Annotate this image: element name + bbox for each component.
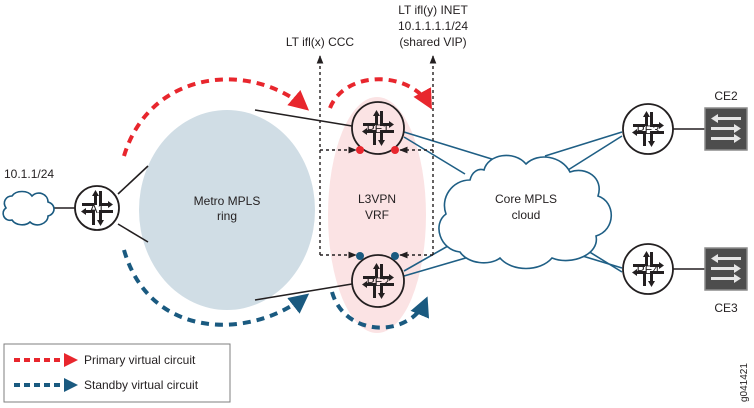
pe1-lt-dot-right xyxy=(391,146,399,154)
label-core-2: cloud xyxy=(512,208,541,222)
link-pe1-core-a xyxy=(403,131,496,161)
primary-vc-arc-2 xyxy=(328,77,432,110)
label-ce3: CE3 xyxy=(714,301,738,315)
router-pe1[interactable]: PE1 xyxy=(351,101,405,155)
router-pe2-label: PE2 xyxy=(367,275,390,289)
label-metro-1: Metro MPLS xyxy=(194,194,261,208)
link-pe3-core-b xyxy=(567,135,623,171)
router-pe3-label: PE3 xyxy=(637,123,660,137)
link-pe3-core-a xyxy=(544,131,623,157)
legend-item-primary: Primary virtual circuit xyxy=(14,353,196,367)
link-a1-metro-bottom xyxy=(117,223,149,243)
legend-standby-label: Standby virtual circuit xyxy=(84,378,199,392)
link-metro-pe1 xyxy=(254,109,353,127)
link-pe1-core-b xyxy=(403,136,466,175)
pe1-lt-dot-left xyxy=(356,146,364,154)
label-ce2: CE2 xyxy=(714,89,738,103)
router-a1-label: A1 xyxy=(90,202,105,216)
legend-box xyxy=(3,343,231,403)
label-metro-2: ring xyxy=(217,209,237,223)
core-mpls-cloud xyxy=(438,154,612,270)
label-vrf-1: L3VPN xyxy=(358,192,396,206)
switch-arrows-icon xyxy=(711,114,741,143)
standby-vc-arc-1 xyxy=(122,249,310,327)
switch-arrows-icon xyxy=(711,254,741,283)
label-vrf-2: VRF xyxy=(365,208,389,222)
label-lt-ccc: LT ifl(x) CCC xyxy=(286,35,355,49)
label-core-1: Core MPLS xyxy=(495,192,557,206)
link-metro-pe2 xyxy=(254,283,353,301)
legend-primary-arrow-icon xyxy=(64,353,78,367)
figure-id: g041421 xyxy=(739,363,750,402)
legend-item-standby: Standby virtual circuit xyxy=(14,378,199,392)
primary-vc-arc-1 xyxy=(122,77,310,157)
router-pe2[interactable]: PE2 xyxy=(351,254,405,308)
router-pe3[interactable]: PE3 xyxy=(622,103,674,155)
label-subnet: 10.1.1/24 xyxy=(4,167,54,181)
router-pe4[interactable]: PE4 xyxy=(622,243,674,295)
switch-ce2[interactable] xyxy=(704,107,748,151)
router-pe4-label: PE4 xyxy=(637,263,660,277)
label-lt-inet-2: 10.1.1.1.1/24 xyxy=(398,19,468,33)
standby-vc-arc-2 xyxy=(330,291,429,330)
switch-ce3[interactable] xyxy=(704,247,748,291)
link-a1-metro-top xyxy=(117,165,149,195)
router-pe1-label: PE1 xyxy=(367,122,390,136)
legend-standby-arrow-icon xyxy=(64,378,78,392)
customer-cloud xyxy=(2,190,55,226)
metro-mpls-ring xyxy=(139,110,315,310)
pe2-lt-dot-left xyxy=(356,252,364,260)
legend-primary-label: Primary virtual circuit xyxy=(84,353,196,367)
pe2-lt-dot-right xyxy=(391,252,399,260)
label-lt-inet-1: LT ifl(y) INET xyxy=(398,3,468,17)
label-lt-inet-3: (shared VIP) xyxy=(399,35,466,49)
router-a1[interactable]: A1 xyxy=(74,185,120,231)
